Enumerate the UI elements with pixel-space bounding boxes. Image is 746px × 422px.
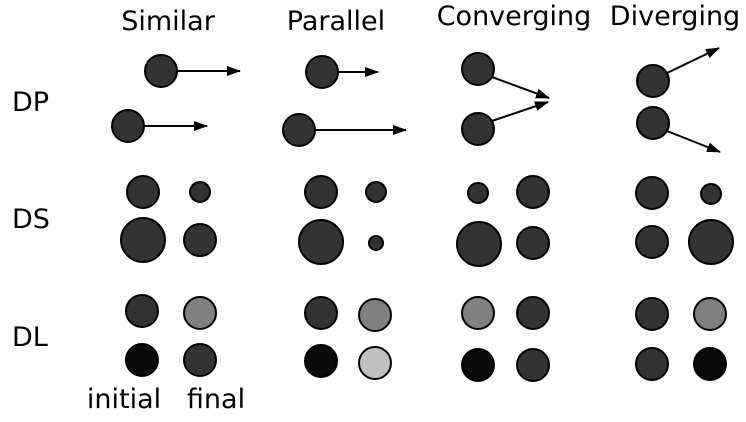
dot-dl-similar-initial-bottom [125, 343, 159, 377]
dot-ds-parallel-initial-bottom [298, 219, 344, 265]
dot-dl-similar-final-bottom [183, 343, 217, 377]
dot-ds-diverging-initial-bottom [635, 225, 669, 259]
dot-dl-diverging-initial-top [635, 297, 669, 331]
dot-dl-diverging-final-top [693, 297, 727, 331]
dot-dl-converging-final-bottom [516, 348, 550, 382]
dp-converging [461, 52, 550, 146]
row-label-dp: DP [12, 87, 49, 118]
dot-dp-converging-top [461, 52, 495, 86]
ds-parallel [298, 175, 387, 265]
ds-converging [456, 175, 550, 267]
arrow-dp-diverging-bottom [666, 130, 721, 153]
row-label-dl: DL [12, 322, 48, 353]
dot-ds-parallel-final-bottom [368, 235, 384, 251]
dot-ds-converging-initial-bottom [456, 221, 502, 267]
column-header-converging: Converging [437, 1, 592, 32]
dp-parallel [282, 55, 407, 147]
dot-ds-similar-initial-top [126, 175, 160, 209]
dl-similar [125, 294, 217, 377]
dot-dp-similar-top [144, 54, 178, 88]
dot-dl-converging-initial-bottom [461, 348, 495, 382]
dot-dl-diverging-final-bottom [693, 347, 727, 381]
dot-ds-similar-final-bottom [183, 223, 217, 257]
dot-ds-diverging-initial-top [635, 176, 669, 210]
dl-parallel [304, 296, 392, 380]
dot-dp-parallel-bottom [282, 113, 316, 147]
arrow-dp-converging-bottom [491, 101, 549, 122]
dot-ds-diverging-final-top [700, 183, 722, 205]
dot-ds-parallel-final-top [365, 181, 387, 203]
dl-converging [461, 296, 550, 382]
dp-similar [111, 54, 241, 143]
dot-dl-similar-final-top [183, 296, 217, 330]
arrow-dp-diverging-top [666, 47, 720, 74]
label-final: final [187, 384, 245, 415]
row-label-ds: DS [12, 204, 50, 235]
ds-diverging [635, 176, 734, 265]
dot-dl-diverging-initial-bottom [635, 347, 669, 381]
dot-dl-converging-initial-top [461, 296, 495, 330]
arrow-dp-converging-top [491, 76, 550, 99]
dot-dp-diverging-top [636, 64, 670, 98]
dot-dp-diverging-bottom [636, 106, 670, 140]
dot-dp-similar-bottom [111, 109, 145, 143]
dot-dl-parallel-initial-top [304, 296, 338, 330]
dot-ds-similar-final-top [189, 181, 211, 203]
column-header-similar: Similar [121, 6, 215, 37]
dot-ds-converging-final-top [516, 175, 550, 209]
dot-ds-similar-initial-bottom [120, 217, 166, 263]
label-initial: initial [87, 384, 161, 415]
dot-ds-diverging-final-bottom [688, 219, 734, 265]
column-header-diverging: Diverging [610, 1, 740, 32]
column-header-parallel: Parallel [287, 6, 385, 37]
dot-ds-converging-final-bottom [516, 226, 550, 260]
dot-ds-parallel-initial-top [304, 175, 338, 209]
dot-dl-parallel-final-bottom [358, 346, 392, 380]
dot-ds-converging-initial-top [467, 182, 489, 204]
dot-dl-similar-initial-top [125, 294, 159, 328]
dot-dp-parallel-top [305, 55, 339, 89]
dot-dl-parallel-final-top [358, 298, 392, 332]
dot-dl-converging-final-top [516, 296, 550, 330]
dp-diverging [636, 47, 721, 153]
dot-dl-parallel-initial-bottom [304, 344, 338, 378]
dl-diverging [635, 297, 727, 381]
ds-similar [120, 175, 217, 263]
dot-dp-converging-bottom [461, 112, 495, 146]
